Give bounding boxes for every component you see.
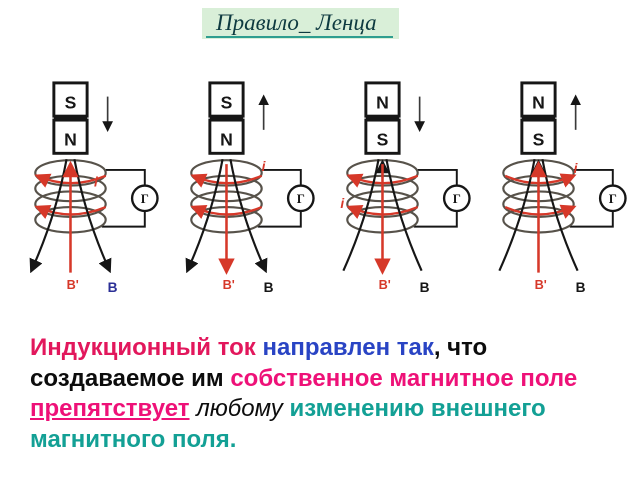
pole-top-label: S <box>65 92 77 112</box>
statement-line: препятствует любому изменению внешнего <box>30 394 618 425</box>
lenz-diagram-svg: SN ГiВ' В <box>185 81 315 295</box>
galvanometer-label: Г <box>297 192 305 206</box>
galvanometer <box>598 184 627 213</box>
slide-title[interactable]: Правило_ Ленца <box>206 10 393 38</box>
current-label: i <box>340 196 345 211</box>
magnet-divider <box>53 115 88 122</box>
statement-line: магнитного поля. <box>30 425 618 456</box>
title-box: Правило_ Ленца <box>202 8 399 39</box>
external-field-label: В <box>576 280 586 295</box>
galvanometer <box>130 184 159 213</box>
statement-segment: изменению внешнего <box>289 395 546 423</box>
current-label: i <box>262 159 267 174</box>
statement-line: Индукционный ток направлен так, что <box>30 333 618 364</box>
current-label: i <box>94 175 99 190</box>
galvanometer-label: Г <box>141 192 149 206</box>
lenz-diagram-svg: NS ГiВ' В <box>340 81 471 295</box>
induced-field-label: В' <box>535 277 547 292</box>
external-field-label: В <box>108 280 118 295</box>
lenz-diagram-svg: NS ГiВ' В <box>498 81 627 295</box>
statement-segment: создаваемое им <box>30 364 231 392</box>
pole-bottom-label: N <box>64 129 77 149</box>
galvanometer-label: Г <box>609 192 617 206</box>
magnet-divider <box>209 115 244 122</box>
galvanometer-label: Г <box>453 192 461 206</box>
statement-segment: магнитного поля. <box>30 426 237 454</box>
magnet-divider-area <box>364 118 401 155</box>
induced-field-label: В' <box>379 277 391 292</box>
lenz-diagram-svg: SN ГiВ' В <box>29 81 159 295</box>
field-line-right <box>229 158 268 274</box>
induced-field-label: В' <box>223 277 235 292</box>
magnet-divider <box>521 115 556 122</box>
galvanometer <box>442 184 471 213</box>
induced-field-label: В' <box>67 277 79 292</box>
statement-segment: собственное магнитное поле <box>230 364 578 392</box>
galvanometer <box>286 184 315 213</box>
pole-bottom-label: S <box>377 129 389 149</box>
magnet-pole-top <box>520 81 557 118</box>
magnet-divider <box>365 115 400 122</box>
statement-segment: направлен так <box>262 334 434 361</box>
pole-bottom-label: N <box>220 129 233 149</box>
statement-segment: , что <box>433 334 488 361</box>
current-label: i <box>574 161 579 176</box>
pole-top-label: N <box>532 92 545 112</box>
statement-segment: Индукционный ток <box>30 334 263 361</box>
external-field-label: В <box>420 280 430 295</box>
statement-line: создаваемое им собственное магнитное пол… <box>30 364 618 395</box>
magnet-pole-top <box>52 81 89 118</box>
pole-top-label: S <box>221 92 233 112</box>
field-line-left <box>185 158 224 274</box>
pole-top-label: N <box>376 92 389 112</box>
pole-bottom-label: S <box>533 129 545 149</box>
statement-segment: препятствует <box>30 395 190 423</box>
statement-segment: любому <box>196 395 283 423</box>
external-field-label: В <box>264 280 274 295</box>
